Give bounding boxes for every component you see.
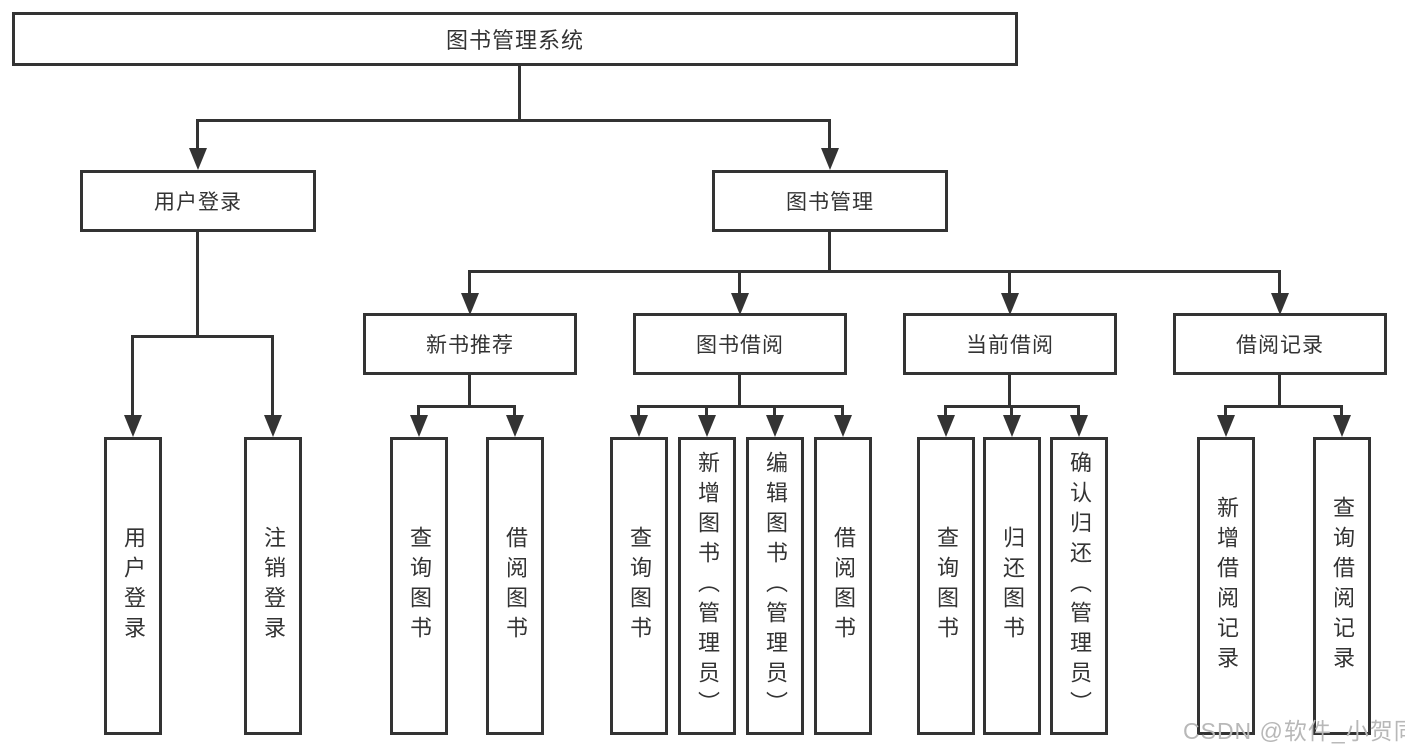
connector-drop-current-borrow: [1008, 374, 1011, 408]
arrow-down-icon: [766, 415, 784, 437]
arrow-down-icon: [834, 415, 852, 437]
arrow-down-icon: [698, 415, 716, 437]
leaf-nbr-query-books: 查询图书: [390, 437, 448, 735]
connector-shaft-leaf: [1224, 405, 1227, 417]
node-label: 查询借阅记录: [1330, 496, 1355, 676]
node-label: 归还图书: [1000, 526, 1025, 646]
node-label: 查询图书: [407, 526, 432, 646]
connector-shaft-leaf: [1340, 405, 1343, 417]
node-label: 查询图书: [934, 526, 959, 646]
connector-shaft-leaf: [705, 405, 708, 417]
leaf-bb-add-books-admin: 新增图书（管理员）: [678, 437, 736, 735]
node-root-library-system: 图书管理系统: [12, 12, 1018, 66]
node-book-management: 图书管理: [712, 170, 948, 232]
leaf-user-login: 用户登录: [104, 437, 162, 735]
arrow-down-icon: [264, 415, 282, 437]
connector-bus-borrow-records: [1224, 405, 1343, 408]
connector-shaft-leaf: [1077, 405, 1080, 417]
connector-shaft-user-login: [196, 119, 199, 150]
connector-drop-book-management: [828, 230, 831, 273]
node-label: 借阅图书: [503, 526, 528, 646]
connector-shaft-leaf: [773, 405, 776, 417]
arrow-down-icon: [1217, 415, 1235, 437]
leaf-br-add-record: 新增借阅记录: [1197, 437, 1255, 735]
node-label: 图书管理系统: [445, 28, 584, 53]
arrow-down-icon: [410, 415, 428, 437]
connector-bus-new-book-recommend: [417, 405, 516, 408]
node-label: 新增借阅记录: [1214, 496, 1239, 676]
connector-shaft-leaf: [841, 405, 844, 417]
arrow-down-icon: [189, 148, 207, 170]
arrow-down-icon: [821, 148, 839, 170]
node-label: 用户登录: [121, 526, 146, 646]
node-borrow-records: 借阅记录: [1173, 313, 1387, 375]
connector-drop-borrow-records: [1278, 374, 1281, 408]
connector-shaft-leaf: [944, 405, 947, 417]
connector-root-trunk: [518, 66, 521, 122]
connector-shaft-leaf: [513, 405, 516, 417]
leaf-cb-confirm-return-admin: 确认归还（管理员）: [1050, 437, 1108, 735]
csdn-watermark: CSDN @软件_小贺同学: [1183, 718, 1405, 744]
connector-shaft-leaf: [131, 335, 134, 417]
leaf-nbr-borrow-books: 借阅图书: [486, 437, 544, 735]
node-label: 查询图书: [627, 526, 652, 646]
node-label: 注销登录: [261, 526, 286, 646]
leaf-bb-query-books: 查询图书: [610, 437, 668, 735]
node-label: 借阅图书: [831, 526, 856, 646]
connector-bus-level2: [196, 119, 831, 122]
arrow-down-icon: [1070, 415, 1088, 437]
node-label: 当前借阅: [966, 334, 1054, 357]
connector-shaft-borrow-records: [1278, 270, 1281, 295]
connector-shaft-leaf: [271, 335, 274, 417]
arrow-down-icon: [461, 293, 479, 315]
node-current-borrow: 当前借阅: [903, 313, 1117, 375]
arrow-down-icon: [1003, 415, 1021, 437]
leaf-cb-return-books: 归还图书: [983, 437, 1041, 735]
leaf-bb-edit-books-admin: 编辑图书（管理员）: [746, 437, 804, 735]
connector-shaft-book-borrow: [738, 270, 741, 295]
connector-drop-user-login: [196, 230, 199, 335]
connector-shaft-leaf: [637, 405, 640, 417]
connector-shaft-leaf: [417, 405, 420, 417]
arrow-down-icon: [937, 415, 955, 437]
arrow-down-icon: [506, 415, 524, 437]
connector-bus-book-borrow: [637, 405, 844, 408]
connector-bus-user-login: [131, 335, 274, 338]
leaf-cb-query-books: 查询图书: [917, 437, 975, 735]
connector-shaft-current-borrow: [1008, 270, 1011, 295]
connector-bus-current-borrow: [944, 405, 1080, 408]
node-label: 图书管理: [786, 191, 874, 214]
node-label: 编辑图书（管理员）: [763, 451, 788, 721]
node-new-book-recommend: 新书推荐: [363, 313, 577, 375]
arrow-down-icon: [1333, 415, 1351, 437]
node-label: 图书借阅: [696, 334, 784, 357]
node-label: 新书推荐: [426, 334, 514, 357]
connector-bus-level3: [468, 270, 1281, 273]
node-label: 借阅记录: [1236, 334, 1324, 357]
connector-shaft-new-book-recommend: [468, 270, 471, 295]
leaf-logout: 注销登录: [244, 437, 302, 735]
arrow-down-icon: [630, 415, 648, 437]
node-user-login: 用户登录: [80, 170, 316, 232]
arrow-down-icon: [124, 415, 142, 437]
arrow-down-icon: [1271, 293, 1289, 315]
connector-shaft-book-management: [828, 119, 831, 150]
connector-drop-new-book-recommend: [468, 374, 471, 408]
node-label: 新增图书（管理员）: [695, 451, 720, 721]
node-book-borrow: 图书借阅: [633, 313, 847, 375]
arrow-down-icon: [1001, 293, 1019, 315]
node-label: 用户登录: [154, 191, 242, 214]
leaf-br-query-record: 查询借阅记录: [1313, 437, 1371, 735]
connector-drop-book-borrow: [738, 374, 741, 408]
leaf-bb-borrow-books: 借阅图书: [814, 437, 872, 735]
connector-shaft-leaf: [1010, 405, 1013, 417]
arrow-down-icon: [731, 293, 749, 315]
node-label: 确认归还（管理员）: [1067, 451, 1092, 721]
